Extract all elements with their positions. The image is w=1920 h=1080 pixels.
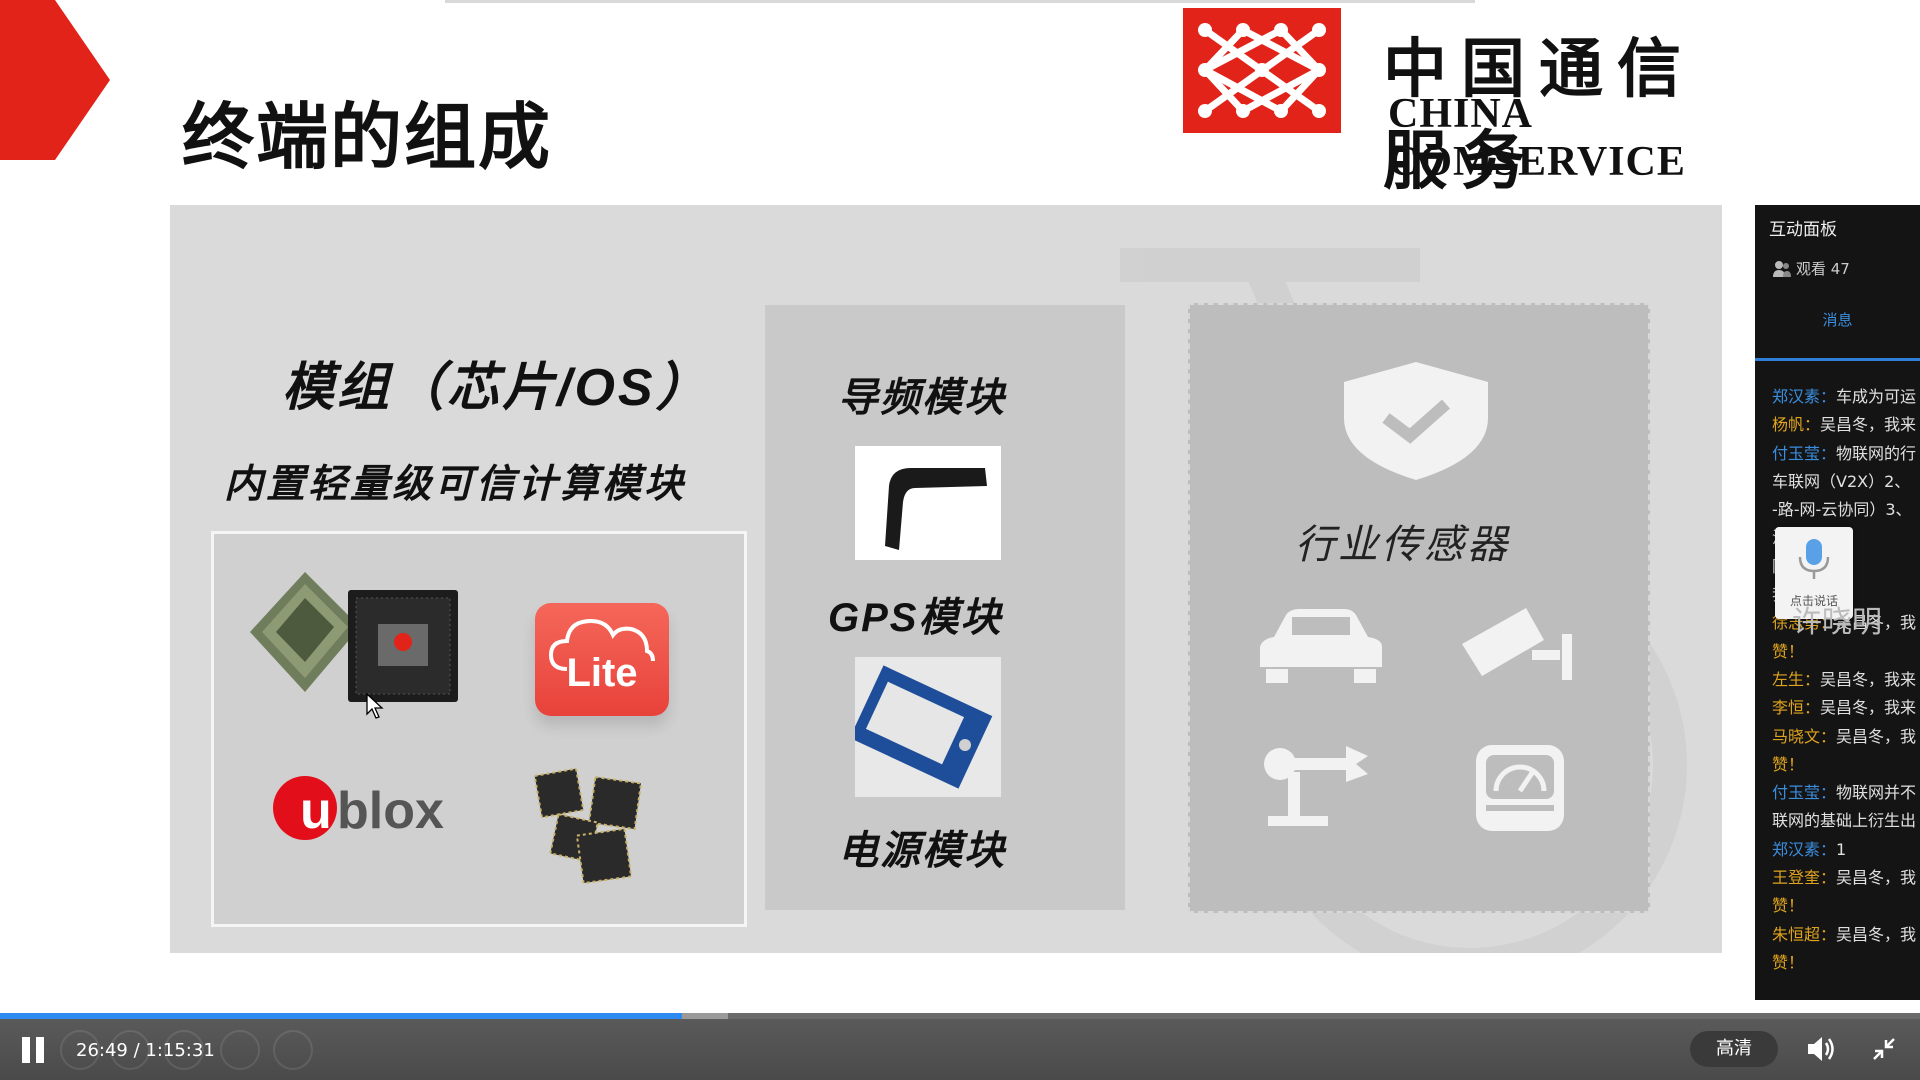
exit-fullscreen-icon[interactable]: [1872, 1037, 1896, 1061]
chat-sender-name: 左生: [1772, 669, 1805, 689]
faint-control-3: [164, 1030, 204, 1070]
chat-sender-name: 王登奎: [1772, 868, 1821, 888]
chat-sender-name: 朱恒超: [1772, 924, 1821, 944]
chat-message: 赞！: [1772, 949, 1920, 977]
chat-sender-name: 付玉莹: [1772, 783, 1821, 803]
chat-message-text: 车联网（V2X）2、: [1772, 471, 1911, 491]
progress-bar[interactable]: [0, 1013, 1920, 1019]
top-divider: [445, 0, 1475, 3]
pilot-module-label: 导频模块: [838, 376, 1006, 420]
chat-message-text: 吴昌冬，我来: [1820, 415, 1917, 435]
surveillance-camera-icon: [1462, 608, 1572, 680]
lite-label: Lite: [566, 651, 638, 695]
chat-sender-name: 杨帆: [1772, 415, 1805, 435]
chat-sender-name: 赞！: [1772, 641, 1805, 661]
chat-sender-name: 郑汉素: [1772, 839, 1821, 859]
module-subheading: 内置轻量级可信计算模块: [224, 463, 687, 506]
faint-control-1: [60, 1030, 100, 1070]
ublox-logo-u: u: [300, 782, 332, 840]
chat-message: -路-网-云协同）3、: [1772, 496, 1920, 524]
chat-sender-name: 赞！: [1772, 952, 1805, 972]
huawei-chip-icon: [250, 572, 458, 702]
tab-active-indicator: [1755, 358, 1920, 361]
car-icon: [1260, 609, 1382, 683]
robotic-arm-icon: [1264, 746, 1368, 826]
speaker-name-overlay: 许晓明: [1792, 605, 1882, 640]
chat-sender-name: 郑汉素: [1772, 387, 1821, 406]
red-arrow-decoration: [0, 0, 110, 160]
faint-control-2: [110, 1030, 150, 1070]
chat-sender-name: 赞！: [1772, 754, 1805, 774]
viewer-count-text: 观看 47: [1796, 260, 1850, 278]
gauge-meter-icon: [1476, 745, 1564, 831]
chat-message: 杨帆：吴昌冬，我来: [1772, 415, 1917, 435]
chat-message: 付玉莹：物联网的行: [1772, 443, 1917, 463]
chat-message-text: 联网的基础上衍生出: [1772, 811, 1917, 831]
chat-message: 王登奎：吴昌冬，我: [1772, 868, 1917, 888]
ublox-logo-icon: [273, 776, 337, 840]
chat-message: 赞！: [1772, 751, 1920, 779]
chat-message: 郑汉素：车成为可运: [1772, 387, 1917, 406]
logo-chinese-text: 中国通信服务: [1383, 32, 1695, 199]
chat-message-text: 吴昌冬，我: [1836, 726, 1917, 746]
chat-message-text: 1: [1836, 839, 1847, 859]
module-heading: 模组（芯片/OS）: [282, 359, 711, 417]
gps-module-image: [849, 657, 1001, 797]
progress-played: [0, 1013, 682, 1019]
chat-message: 付玉莹：物联网并不: [1772, 783, 1917, 803]
ublox-logo-text: blox: [337, 782, 444, 840]
chat-message-text: 吴昌冬，我: [1836, 613, 1917, 633]
chat-message-text: 吴昌冬，我来: [1820, 669, 1917, 689]
tab-messages[interactable]: 消息: [1822, 311, 1853, 329]
small-chips-icon: [533, 767, 643, 885]
chat-message: 赞！: [1772, 892, 1920, 920]
industry-sensor-label: 行业传感器: [1295, 523, 1510, 567]
player-control-bar: 26:49 / 1:15:31 高清: [0, 1019, 1920, 1080]
shield-check-icon: [1344, 362, 1488, 480]
more-icon: [273, 1030, 313, 1070]
panel-title: 互动面板: [1769, 220, 1837, 240]
chat-message: 朱恒超：吴昌冬，我: [1772, 924, 1917, 944]
slide-content: 终端的组成 中国通信服务 CHINA COMSERVICE 模组（芯片: [0, 0, 1722, 953]
module-image-panel: [211, 531, 747, 927]
microphone-icon: [1798, 539, 1830, 579]
chat-message-text: 物联网并不: [1836, 783, 1917, 803]
chat-message-text: 吴昌冬，我: [1836, 924, 1917, 944]
china-comservice-logo-icon: [1183, 8, 1341, 133]
chat-sender-name: 赞！: [1772, 896, 1805, 916]
quality-button[interactable]: 高清: [1690, 1031, 1778, 1067]
search-icon: [220, 1030, 260, 1070]
antenna-module-image: [855, 446, 1001, 560]
chat-message-text: -路-网-云协同）3、: [1772, 500, 1912, 520]
chat-message-text: 吴昌冬，我来: [1820, 698, 1917, 718]
chat-message: 李恒：吴昌冬，我来: [1772, 698, 1917, 718]
chat-message-list[interactable]: 郑汉素：车成为可运杨帆：吴昌冬，我来付玉莹：物联网的行车联网（V2X）2、 -路-…: [1772, 383, 1920, 977]
chat-message: 车联网（V2X）2、: [1772, 468, 1920, 496]
viewers-icon: [1773, 260, 1791, 277]
chat-sender-name: 付玉莹: [1772, 443, 1821, 463]
power-module-label: 电源模块: [838, 829, 1006, 873]
chat-message-text: 车成为可运: [1836, 387, 1917, 406]
pause-button[interactable]: [22, 1037, 48, 1063]
chat-message-text: 吴昌冬，我: [1836, 868, 1917, 888]
liteos-icon: Lite: [535, 603, 669, 716]
slide-title: 终端的组成: [182, 95, 553, 179]
logo-english-text: CHINA COMSERVICE: [1388, 91, 1686, 185]
chat-sender-name: 马晓文: [1772, 726, 1821, 746]
volume-icon[interactable]: [1806, 1035, 1836, 1063]
chat-message: 联网的基础上衍生出: [1772, 807, 1920, 835]
viewer-count: 观看 47: [1773, 258, 1850, 279]
chat-message: 郑汉素：1: [1772, 839, 1847, 859]
hardware-module-panel: [765, 305, 1125, 910]
voice-input-label: 点击说话: [1789, 594, 1838, 608]
chat-message: 赞！: [1772, 638, 1920, 666]
chat-sender-name: 李恒: [1772, 698, 1805, 718]
gps-module-label: GPS模块: [828, 596, 1003, 640]
chat-message: 马晓文：吴昌冬，我: [1772, 726, 1917, 746]
voice-input-button[interactable]: 点击说话: [1775, 527, 1853, 619]
mouse-cursor-icon: [366, 693, 384, 719]
chat-message: 左生：吴昌冬，我来: [1772, 669, 1917, 689]
chat-message-text: 物联网的行: [1836, 443, 1917, 463]
